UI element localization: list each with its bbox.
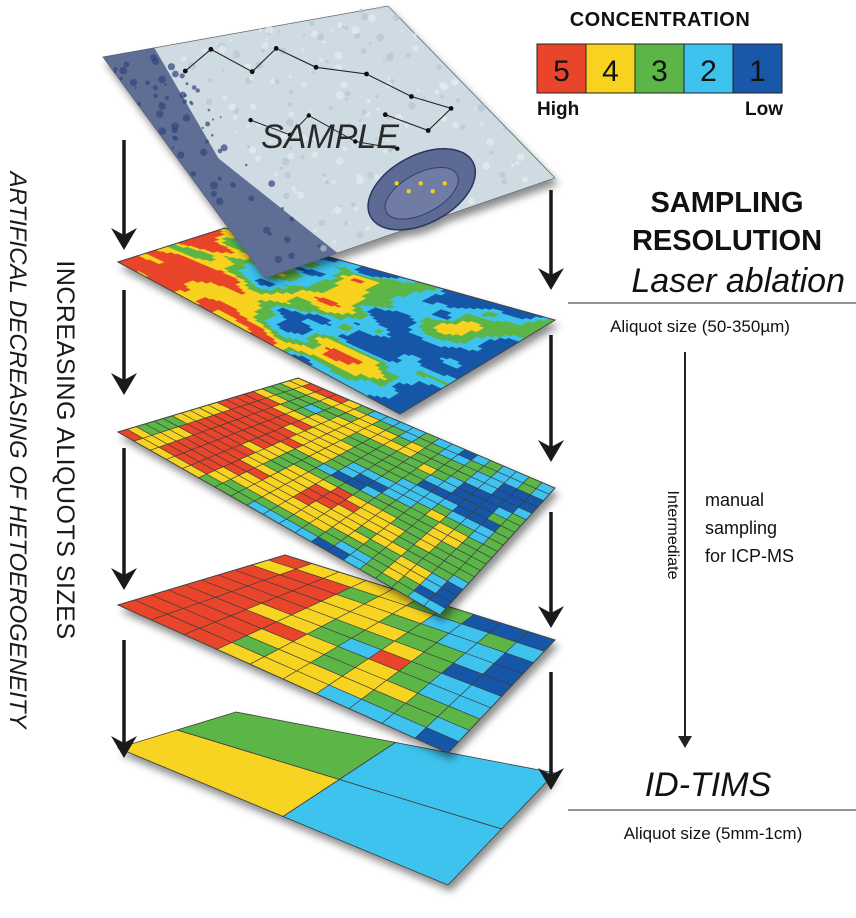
resolution-heading: RESOLUTION	[632, 225, 822, 257]
id-tims-caption: Aliquot size (5mm-1cm)	[624, 824, 803, 843]
legend-value-2: 2	[700, 55, 717, 88]
legend-low-label: Low	[745, 99, 783, 120]
layer-id-tims-cell	[282, 779, 503, 886]
legend-swatch-5: 5	[536, 43, 587, 94]
legend-value-1: 1	[749, 55, 766, 88]
manual-note-line1: manual	[705, 490, 764, 510]
flow-arrow	[111, 640, 137, 758]
id-tims-label: ID-TIMS	[645, 766, 772, 804]
legend-high-label: High	[537, 99, 579, 120]
sampling-heading: SAMPLING	[650, 187, 803, 219]
flow-arrow	[111, 140, 137, 250]
sample-label: SAMPLE	[261, 118, 399, 156]
intermediate-arrowhead	[678, 736, 692, 748]
manual-note-line3: for ICP-MS	[705, 546, 794, 566]
laser-ablation-caption: Aliquot size (50-350µm)	[610, 317, 790, 336]
artificial-heterogeneity-label: ARTIFICAL DECREASING OF HETOEROGENEITY	[4, 169, 31, 730]
layer-id-tims	[116, 711, 556, 886]
layer-coarse-grid-border	[116, 554, 556, 754]
layer-fine-grid	[116, 377, 556, 616]
legend-swatch-1: 1	[732, 43, 783, 94]
legend-value-3: 3	[651, 55, 668, 88]
layer-laser-map	[116, 227, 557, 415]
legend-swatch-3: 3	[634, 43, 685, 94]
layer-fine-grid-border	[116, 377, 556, 616]
manual-note-line2: sampling	[705, 518, 777, 538]
flow-arrow	[111, 448, 137, 590]
increasing-aliquots-label: INCREASING ALIQUOTS SIZES	[51, 260, 79, 639]
legend-title: CONCENTRATION	[570, 9, 751, 31]
layer-coarse-grid	[116, 554, 556, 754]
legend-value-4: 4	[602, 55, 619, 88]
legend-swatch-4: 4	[585, 43, 636, 94]
flow-arrow	[111, 290, 137, 395]
layer-stack	[102, 5, 557, 886]
flow-arrow	[538, 190, 564, 290]
flow-arrow	[538, 335, 564, 462]
flow-arrow	[538, 672, 564, 790]
laser-ablation-label: Laser ablation	[631, 262, 845, 300]
legend-value-5: 5	[553, 55, 570, 88]
intermediate-label: Intermediate	[664, 491, 681, 580]
flow-arrow	[538, 512, 564, 628]
legend-swatch-2: 2	[683, 43, 734, 94]
